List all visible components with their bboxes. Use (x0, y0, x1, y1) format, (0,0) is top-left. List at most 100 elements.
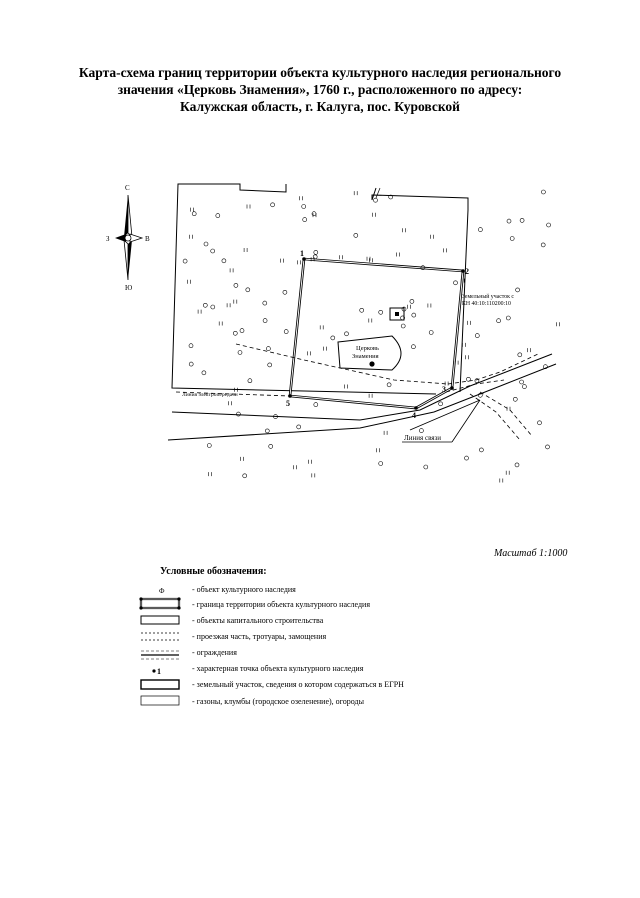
vegetation-tick-mark (308, 459, 312, 464)
vegetation-tick-mark (187, 279, 191, 284)
vegetation-circle-mark (313, 402, 319, 407)
vegetation-circle-mark (474, 378, 480, 384)
small-building (389, 307, 405, 321)
vegetation-circle-mark (236, 411, 241, 417)
vegetation-circle-mark (283, 329, 289, 334)
vegetation-circle-mark (477, 392, 483, 398)
vegetation-tick-mark (556, 322, 560, 327)
vegetation-tick-mark (407, 304, 411, 309)
vegetation-tick-mark (443, 248, 447, 253)
legend-item-lawns: - газоны, клумбы (городское озеленение),… (192, 697, 364, 706)
vegetation-tick-mark (233, 299, 238, 304)
vegetation-circle-mark (267, 362, 273, 368)
vegetation-circle-mark (428, 330, 434, 335)
vegetation-circle-mark (400, 315, 405, 321)
vegetation-circle-mark (505, 315, 511, 321)
compass-east: В (145, 235, 150, 243)
vegetation-marks (182, 189, 560, 483)
vegetation-circle-mark (519, 218, 525, 223)
vegetation-tick-mark (460, 278, 465, 283)
point-4-label: 4 (412, 411, 416, 420)
legend-point-number: 1 (157, 667, 161, 676)
vegetation-tick-mark (444, 381, 449, 386)
vegetation-circle-mark (273, 414, 278, 419)
compass-rose-icon: С Ю З В (106, 184, 150, 292)
legend-item-parcel: - земельный участок, сведения о котором … (192, 680, 404, 689)
compass-south: Ю (125, 284, 132, 292)
vegetation-circle-mark (509, 236, 515, 241)
vegetation-circle-mark (438, 401, 443, 407)
heritage-territory-boundary (288, 257, 465, 410)
vegetation-circle-mark (386, 382, 392, 388)
legend-item-roads: - проезжая часть, тротуары, замощения (192, 632, 327, 641)
vegetation-circle-mark (203, 302, 208, 308)
vegetation-circle-mark (378, 461, 384, 466)
vegetation-circle-mark (311, 211, 317, 216)
vegetation-circle-mark (210, 304, 216, 310)
vegetation-tick-mark (243, 248, 248, 252)
vegetation-tick-mark (467, 320, 471, 325)
vegetation-tick-mark (190, 207, 194, 212)
land-parcel-boundary-east (371, 187, 469, 393)
vegetation-tick-mark (369, 258, 373, 263)
vegetation-circle-mark (478, 227, 483, 232)
vegetation-tick-mark (527, 348, 531, 353)
map-title: Карта-схема границ территории объекта ку… (40, 64, 600, 115)
legend-symbols: Ф 1 (139, 587, 181, 706)
legend-item-fences: - ограждения (192, 648, 237, 657)
vegetation-tick-mark (506, 406, 511, 411)
vegetation-circle-mark (519, 379, 524, 385)
vegetation-circle-mark (409, 299, 415, 304)
vegetation-circle-mark (221, 258, 227, 264)
vegetation-circle-mark (203, 241, 209, 247)
vegetation-tick-mark (189, 234, 193, 239)
road-lines (167, 353, 557, 441)
vegetation-circle-mark (541, 189, 546, 195)
legend-symbol-building (140, 615, 180, 625)
vegetation-circle-mark (543, 364, 548, 370)
point-3-marker (450, 386, 454, 390)
vegetation-circle-mark (262, 300, 268, 306)
vegetation-circle-mark (517, 352, 523, 358)
legend-symbol-lawn (140, 695, 180, 706)
vegetation-tick-mark (197, 309, 202, 314)
church-label-line-1: Церковь (356, 345, 379, 352)
vegetation-circle-mark (188, 361, 194, 367)
vegetation-tick-mark (465, 355, 469, 360)
vegetation-circle-mark (247, 378, 253, 384)
vegetation-circle-mark (188, 343, 194, 349)
vegetation-tick-mark (208, 472, 212, 477)
vegetation-tick-mark (319, 325, 324, 330)
communication-line-label: Линия связи (404, 434, 441, 442)
parcel-label-line-1: Земельный участок с (462, 293, 514, 300)
vegetation-circle-mark (496, 318, 501, 324)
vegetation-tick-mark (430, 234, 434, 239)
vegetation-circle-mark (466, 376, 471, 382)
vegetation-circle-mark (373, 197, 378, 203)
vegetation-tick-mark (293, 465, 297, 470)
vegetation-circle-mark (514, 462, 520, 468)
title-line-1: Карта-схема границ территории объекта ку… (78, 65, 562, 80)
vegetation-tick-mark (383, 430, 388, 435)
vegetation-circle-mark (301, 204, 307, 209)
map-scale: Масштаб 1:1000 (494, 548, 568, 559)
point-5-label: 5 (286, 399, 290, 408)
parcel-label-line-2: КН 40:10:110200:10 (462, 301, 511, 307)
vegetation-tick-mark (402, 228, 406, 233)
vegetation-circle-mark (201, 370, 207, 376)
vegetation-tick-mark (323, 346, 327, 351)
vegetation-circle-mark (191, 211, 197, 216)
vegetation-circle-mark (546, 222, 551, 228)
vegetation-circle-mark (330, 335, 336, 341)
fence-lines (175, 343, 539, 441)
vegetation-circle-mark (270, 202, 275, 208)
vegetation-circle-mark (233, 330, 238, 336)
vegetation-tick-mark (462, 342, 466, 347)
vegetation-tick-mark (344, 384, 348, 389)
vegetation-circle-mark (268, 444, 274, 449)
point-2-label: 2 (465, 267, 469, 276)
vegetation-tick-mark (396, 252, 400, 257)
vegetation-circle-mark (207, 443, 212, 448)
vegetation-circle-mark (233, 283, 239, 288)
